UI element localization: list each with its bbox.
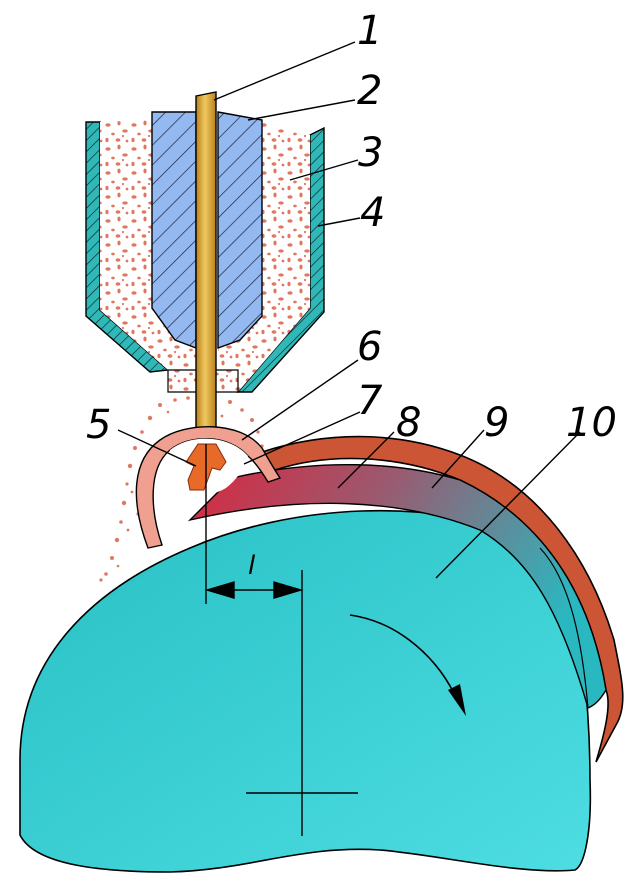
contact-tube	[217, 111, 263, 349]
label-2: 2	[357, 68, 382, 114]
electrode-wire	[195, 91, 217, 446]
label-9: 9	[484, 400, 509, 446]
leader-lines	[117, 41, 581, 579]
flux-spray	[99, 396, 264, 582]
bead-boundary	[539, 547, 589, 709]
label-6: 6	[357, 324, 382, 370]
rotation-arrow	[349, 614, 466, 716]
heated-zone	[187, 463, 607, 709]
dimension-l	[204, 444, 358, 836]
flux-chamber	[218, 120, 310, 392]
label-1: 1	[357, 8, 382, 54]
label-3: 3	[358, 130, 383, 176]
label-7: 7	[357, 378, 383, 424]
label-8: 8	[396, 400, 421, 446]
label-4: 4	[360, 190, 385, 236]
label-5: 5	[86, 402, 111, 448]
workpiece	[19, 509, 592, 873]
flux-chamber	[100, 120, 196, 392]
label-10: 10	[566, 400, 617, 446]
dimension-label-l: l	[248, 551, 256, 581]
contact-tube	[151, 111, 197, 350]
